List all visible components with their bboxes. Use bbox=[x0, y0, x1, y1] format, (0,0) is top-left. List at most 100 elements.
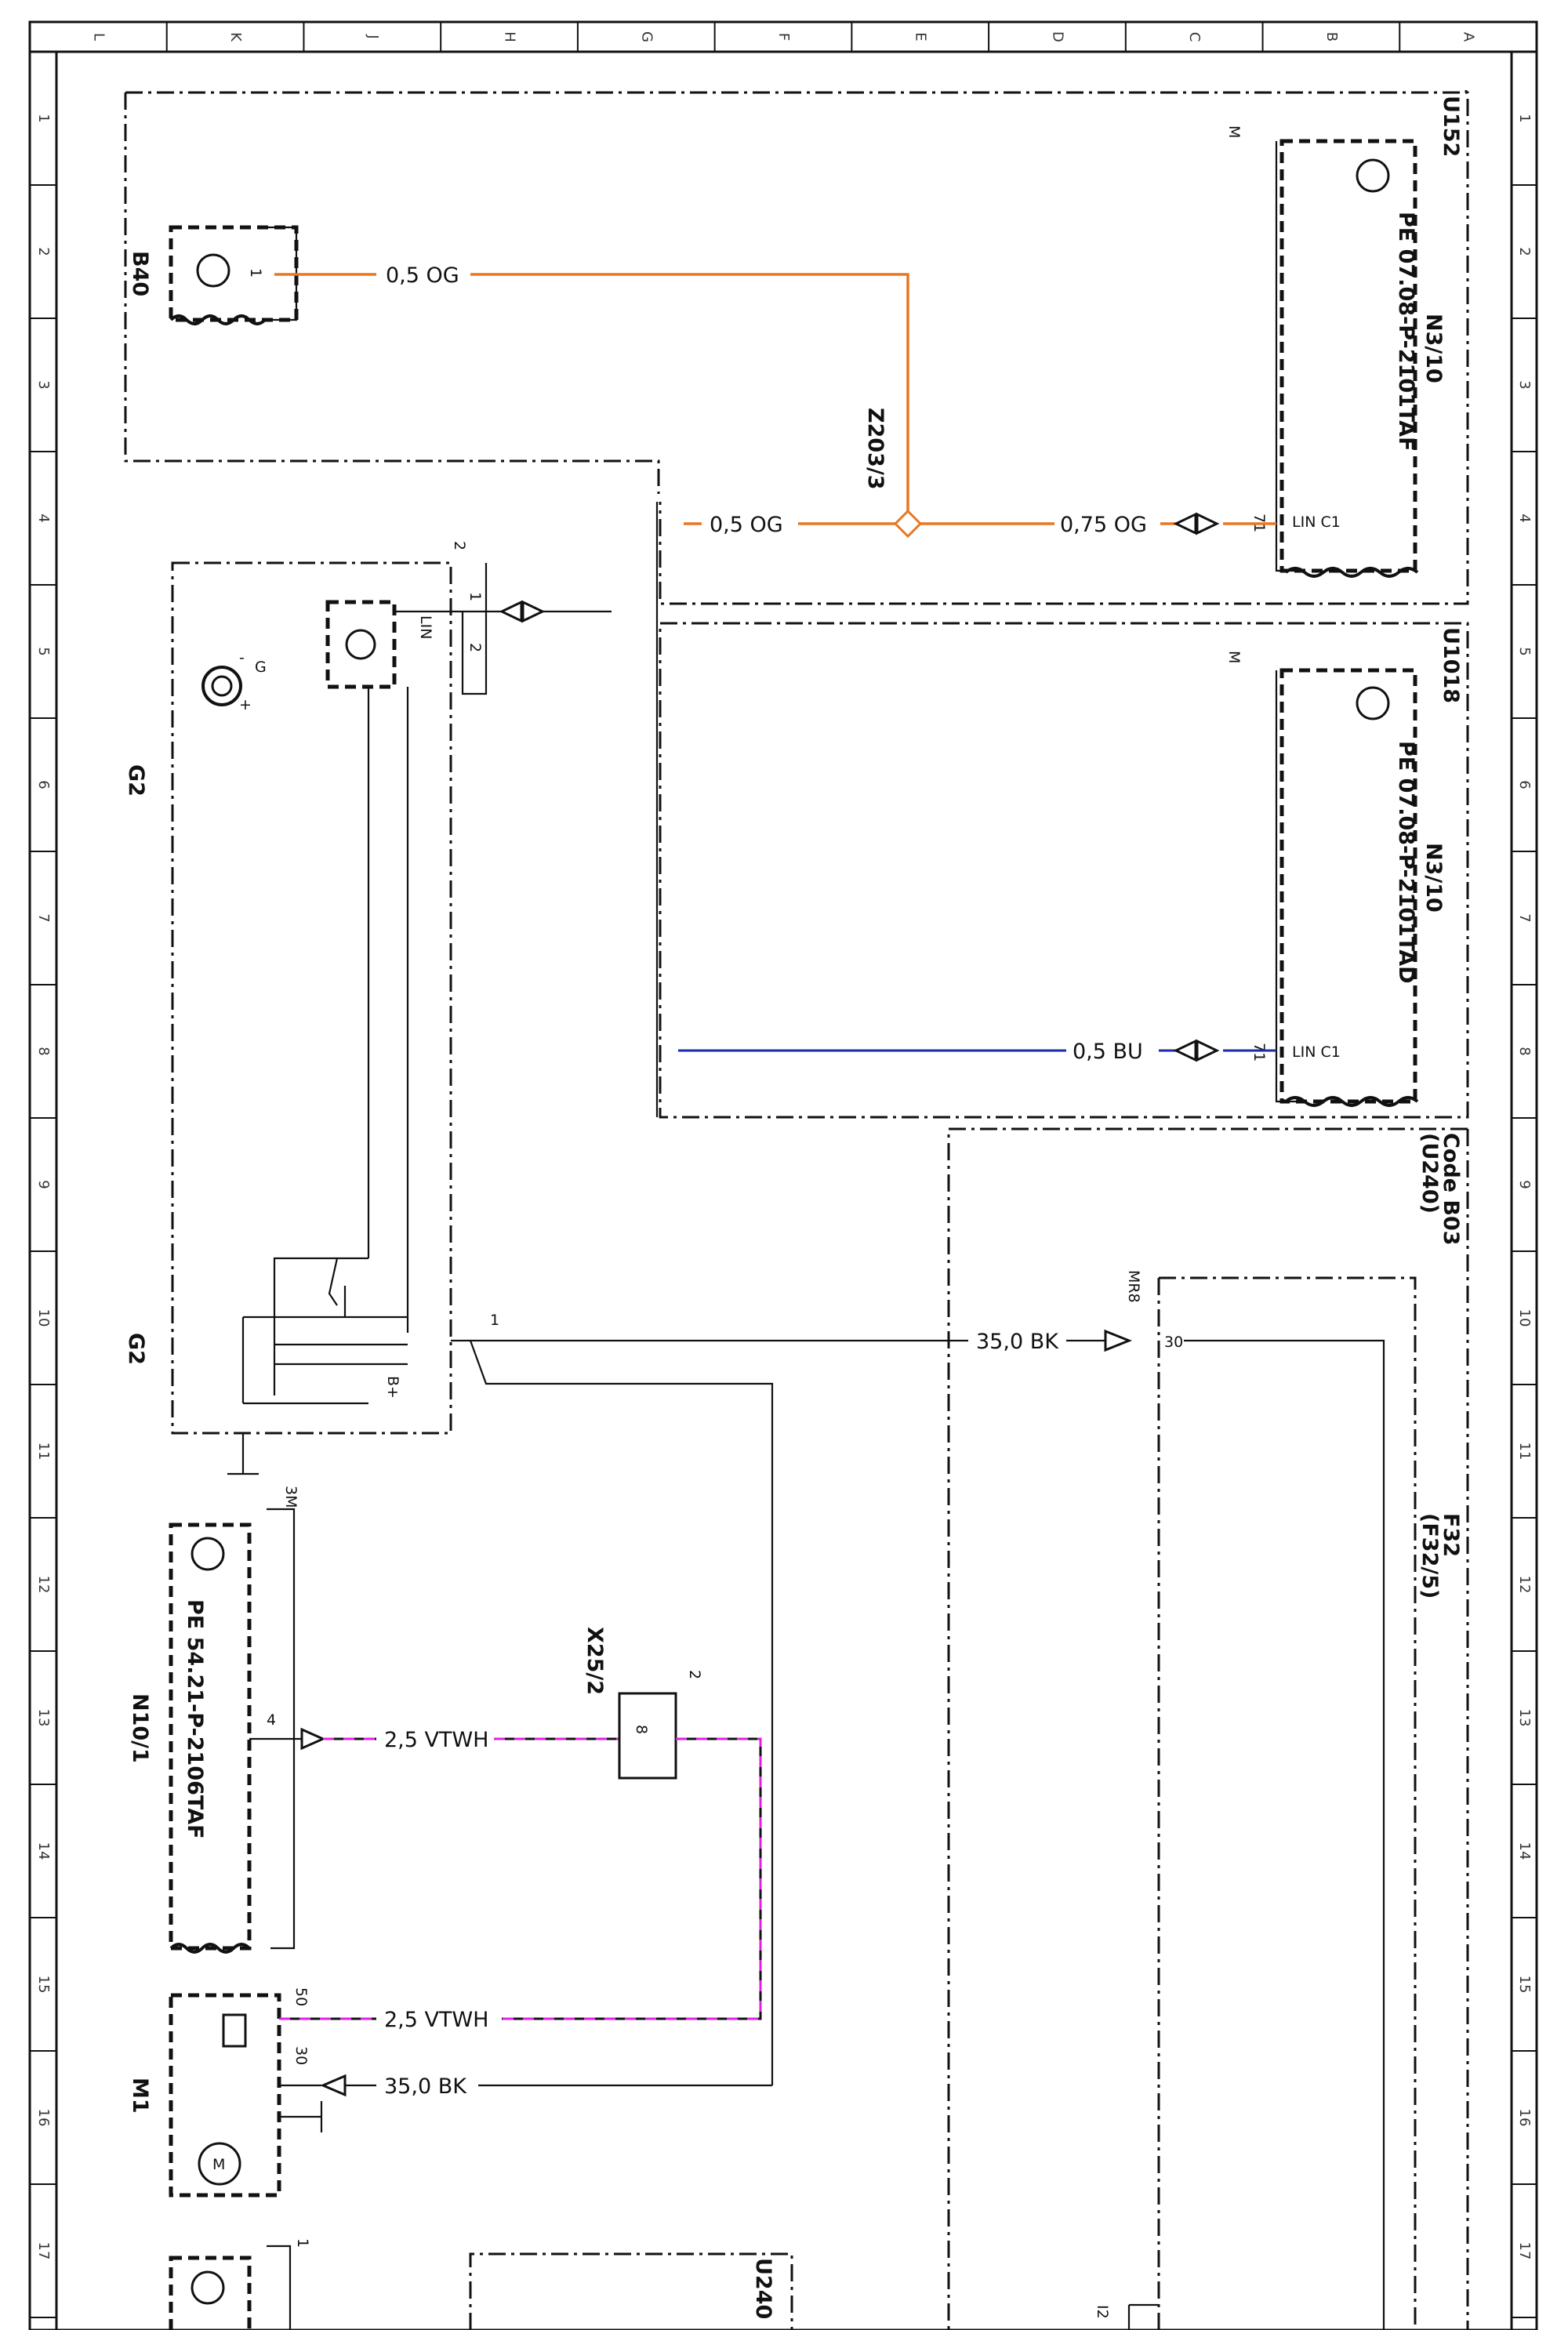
n3-10-top-ref: PE 07.08-P-2101TAF bbox=[1394, 212, 1418, 452]
connector-arrows-icon bbox=[1173, 1039, 1220, 1062]
mr8-label: MR8 bbox=[1125, 1270, 1142, 1303]
group-boundary-u1018 bbox=[659, 622, 1469, 1119]
u152-label: U152 bbox=[1439, 96, 1463, 157]
g2-box bbox=[171, 561, 452, 1435]
connector-arrow-icon bbox=[320, 2074, 347, 2097]
code-u240-label: (U240) bbox=[1417, 1133, 1442, 1214]
g2-pin-lin: LIN bbox=[417, 615, 434, 639]
n3-10-bottom-box bbox=[1279, 668, 1417, 1104]
n3-10-top-ground-lead bbox=[1275, 141, 1301, 572]
i2-label: I2 bbox=[1094, 2305, 1111, 2319]
g2-pin-plus: + bbox=[239, 696, 252, 713]
m1-label: M1 bbox=[128, 2078, 152, 2114]
column-letter: D bbox=[1049, 31, 1065, 42]
n3-10-top-lin-pin: LIN C1 bbox=[1292, 514, 1341, 531]
g2-pin-g: G bbox=[255, 659, 267, 676]
b40-label: B40 bbox=[128, 251, 152, 296]
n3-10-bottom-m: M bbox=[1225, 651, 1243, 663]
wire-b40-og-b bbox=[470, 273, 909, 524]
g2-label-top: G2 bbox=[124, 764, 148, 797]
column-letter: A bbox=[1461, 32, 1477, 42]
column-letter: F bbox=[775, 33, 792, 41]
wire-label-n10-vtwh: 2,5 VTWH bbox=[384, 1728, 488, 1752]
row-number: 4 bbox=[35, 514, 52, 522]
group-boundary-code-b03 bbox=[947, 1127, 1469, 2330]
control-unit-icon bbox=[191, 2270, 225, 2305]
n10-1-wavy-edge bbox=[169, 1943, 251, 1954]
m1-pin-30: 30 bbox=[292, 2046, 310, 2065]
x25-2-pin-8: 8 bbox=[633, 1725, 650, 1734]
connector-arrow-icon bbox=[300, 1727, 326, 1751]
code-b03-label: Code B03 bbox=[1439, 1133, 1463, 1246]
row-number: 14 bbox=[35, 1842, 52, 1860]
row-number: 5 bbox=[35, 647, 52, 655]
row-number: 15 bbox=[1516, 1976, 1533, 1994]
g2-label-bottom: G2 bbox=[124, 1333, 148, 1365]
row-number: 12 bbox=[1516, 1576, 1533, 1594]
solenoid-icon bbox=[222, 2013, 247, 2048]
g2-pin-b-plus: B+ bbox=[384, 1376, 401, 1399]
n3-10-top-box bbox=[1279, 139, 1417, 573]
splice-z203-icon bbox=[893, 509, 923, 539]
u240-label: U240 bbox=[751, 2258, 775, 2319]
rectifier-wiring bbox=[241, 687, 409, 1405]
n3-10-bottom-pin-71: 71 bbox=[1250, 1043, 1268, 1062]
column-letter: C bbox=[1186, 32, 1203, 42]
row-number: 14 bbox=[1516, 1842, 1533, 1860]
x25-2-pin-2: 2 bbox=[686, 1670, 703, 1679]
n10-1-box bbox=[169, 1522, 252, 1951]
column-letter: B bbox=[1323, 32, 1340, 42]
n3-10-bottom-ref: PE 07.08-P-2101TAD bbox=[1394, 741, 1418, 984]
m1-box bbox=[169, 1993, 281, 2198]
n10-1-ground-lead bbox=[267, 1508, 296, 1950]
row-number: 4 bbox=[1516, 514, 1533, 522]
column-letter: G bbox=[638, 31, 655, 42]
u240-box bbox=[469, 2252, 793, 2330]
n10-1-label: N10/1 bbox=[128, 1693, 152, 1763]
group-boundary-b40 bbox=[124, 85, 1468, 494]
row-number: 6 bbox=[35, 780, 52, 789]
row-number: 3 bbox=[1516, 380, 1533, 389]
x25-2-label: X25/2 bbox=[583, 1627, 607, 1695]
column-letter: J bbox=[365, 34, 381, 38]
row-number: 6 bbox=[1516, 780, 1533, 789]
g2-regulator-box bbox=[325, 600, 397, 689]
group-boundary-u152 bbox=[659, 91, 1469, 605]
drawing-frame bbox=[28, 20, 1538, 2330]
n10-1-ref: PE 54.21-P-2106TAF bbox=[183, 1599, 207, 1839]
m1-ground bbox=[279, 2101, 323, 2132]
row-number: 13 bbox=[1516, 1709, 1533, 1727]
row-number: 2 bbox=[1516, 247, 1533, 256]
row-number: 17 bbox=[35, 2242, 52, 2260]
row-number: 7 bbox=[1516, 913, 1533, 922]
n3-10-bottom-wavy-edge bbox=[1284, 1096, 1419, 1107]
g2-pin-1: 1 bbox=[490, 1312, 499, 1329]
wire-label-m1-bk: 35,0 BK bbox=[384, 2074, 467, 2099]
g2-to-m1-battery-wire bbox=[469, 1340, 774, 2085]
connector-arrows-icon bbox=[1173, 512, 1220, 535]
g2-pin-minus: - bbox=[239, 649, 245, 666]
row-number: 10 bbox=[35, 1309, 52, 1327]
i2-lead bbox=[1127, 2303, 1159, 2330]
n3-10-top-wavy-edge bbox=[1284, 567, 1419, 578]
row-number: 2 bbox=[35, 247, 52, 256]
row-number: 5 bbox=[1516, 647, 1533, 655]
f32-box bbox=[1157, 1276, 1417, 2330]
bottom-unit-pin-1: 1 bbox=[294, 2238, 311, 2248]
alternator-lamp-core-icon bbox=[211, 675, 233, 697]
alternator-lamp-icon bbox=[201, 666, 242, 706]
g2-regulator-leads bbox=[394, 563, 488, 695]
row-number: 10 bbox=[1516, 1309, 1533, 1327]
g2-ground bbox=[227, 1433, 259, 1475]
row-number: 16 bbox=[35, 2109, 52, 2127]
f32-label: F32 bbox=[1439, 1513, 1463, 1557]
control-unit-icon bbox=[1356, 158, 1390, 193]
row-number: 9 bbox=[1516, 1180, 1533, 1189]
control-unit-icon bbox=[191, 1537, 225, 1571]
row-number: 1 bbox=[35, 114, 52, 122]
row-number: 15 bbox=[35, 1976, 52, 1994]
wire-label-n310-og: 0,75 OG bbox=[1060, 513, 1147, 537]
